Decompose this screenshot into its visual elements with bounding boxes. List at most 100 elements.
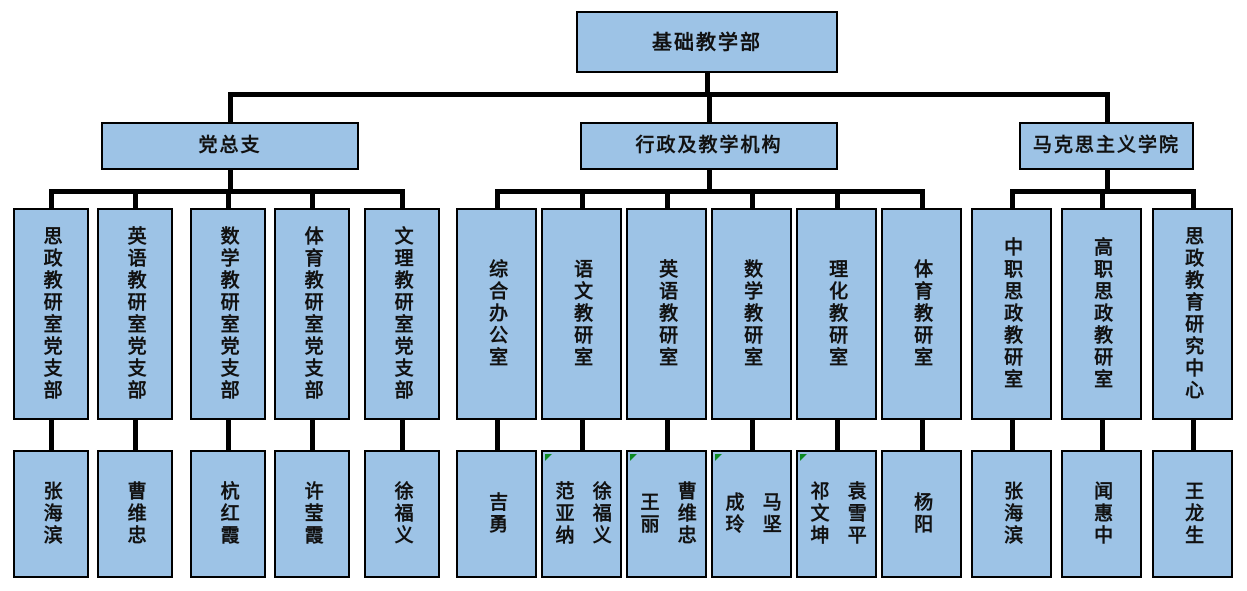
org-node-unit-7[interactable]: 英语教研室 — [626, 208, 707, 420]
unit-label-8: 数学教研室 — [741, 259, 764, 369]
person-name-2-0: 杭红霞 — [217, 481, 240, 547]
person-name-group: 袁雪平祁文坤 — [807, 481, 867, 547]
connector-division-stem-0 — [228, 170, 233, 194]
org-node-person-0[interactable]: 张海滨 — [13, 450, 89, 578]
connector-person-drop-1 — [133, 420, 138, 450]
unit-label-3: 体育教研室党支部 — [301, 226, 324, 402]
connector-person-drop-12 — [1099, 420, 1105, 450]
org-node-unit-4[interactable]: 文理教研室党支部 — [364, 208, 440, 420]
corner-flag-icon — [800, 454, 807, 461]
org-node-unit-11[interactable]: 中职思政教研室 — [971, 208, 1052, 420]
person-name-7-0: 曹维忠 — [674, 481, 697, 547]
connector-unit-drop-8 — [749, 189, 755, 208]
unit-label-0: 思政教研室党支部 — [40, 226, 63, 402]
unit-label-4: 文理教研室党支部 — [391, 226, 414, 402]
org-node-person-5[interactable]: 吉勇 — [456, 450, 537, 578]
org-node-person-12[interactable]: 闻惠中 — [1061, 450, 1142, 578]
org-node-unit-6[interactable]: 语文教研室 — [541, 208, 622, 420]
org-node-person-2[interactable]: 杭红霞 — [190, 450, 266, 578]
org-node-unit-12[interactable]: 高职思政教研室 — [1061, 208, 1142, 420]
person-name-1-0: 曹维忠 — [124, 481, 147, 547]
connector-bus-units-1 — [496, 189, 922, 194]
connector-bus-divisions — [230, 92, 1107, 97]
unit-label-7: 英语教研室 — [656, 259, 679, 369]
connector-unit-drop-9 — [834, 189, 840, 208]
person-name-group: 张海滨 — [1001, 481, 1024, 547]
org-node-unit-3[interactable]: 体育教研室党支部 — [274, 208, 350, 420]
connector-root-stem — [705, 73, 710, 97]
connector-unit-drop-10 — [919, 189, 925, 208]
connector-person-drop-3 — [310, 420, 315, 450]
connector-unit-drop-3 — [310, 189, 315, 208]
corner-flag-icon — [715, 454, 722, 461]
division-label-1: 行政及教学机构 — [635, 134, 783, 157]
org-node-division-2[interactable]: 马克思主义学院 — [1019, 122, 1194, 170]
org-node-unit-0[interactable]: 思政教研室党支部 — [13, 208, 89, 420]
person-name-6-1: 范亚纳 — [552, 481, 575, 547]
division-label-2: 马克思主义学院 — [1032, 134, 1180, 157]
person-name-10-0: 杨阳 — [911, 492, 934, 536]
person-name-group: 徐福义范亚纳 — [552, 481, 612, 547]
unit-label-10: 体育教研室 — [911, 259, 934, 369]
org-node-unit-13[interactable]: 思政教育研究中心 — [1152, 208, 1233, 420]
org-node-division-1[interactable]: 行政及教学机构 — [580, 122, 838, 170]
person-name-8-1: 成玲 — [722, 492, 745, 536]
org-node-person-11[interactable]: 张海滨 — [971, 450, 1052, 578]
connector-unit-drop-12 — [1099, 189, 1105, 208]
unit-label-6: 语文教研室 — [571, 259, 594, 369]
org-node-division-0[interactable]: 党总支 — [101, 122, 359, 170]
person-name-group: 曹维忠 — [124, 481, 147, 547]
connector-unit-drop-6 — [579, 189, 585, 208]
person-name-group: 曹维忠王丽 — [637, 481, 697, 547]
person-name-7-1: 王丽 — [637, 492, 660, 536]
org-node-person-6[interactable]: 徐福义范亚纳 — [541, 450, 622, 578]
person-name-group: 杭红霞 — [217, 481, 240, 547]
person-name-5-0: 吉勇 — [486, 492, 509, 536]
person-name-6-0: 徐福义 — [589, 481, 612, 547]
connector-division-drop-0 — [228, 92, 233, 122]
unit-label-5: 综合办公室 — [486, 259, 509, 369]
connector-person-drop-10 — [919, 420, 925, 450]
org-node-person-1[interactable]: 曹维忠 — [97, 450, 173, 578]
connector-person-drop-6 — [579, 420, 585, 450]
connector-unit-drop-2 — [226, 189, 231, 208]
org-node-person-10[interactable]: 杨阳 — [881, 450, 962, 578]
person-name-11-0: 张海滨 — [1001, 481, 1024, 547]
division-label-0: 党总支 — [198, 134, 262, 157]
connector-person-drop-5 — [494, 420, 500, 450]
org-node-unit-5[interactable]: 综合办公室 — [456, 208, 537, 420]
org-node-unit-8[interactable]: 数学教研室 — [711, 208, 792, 420]
connector-person-drop-9 — [834, 420, 840, 450]
org-node-person-8[interactable]: 马坚成玲 — [711, 450, 792, 578]
org-node-unit-2[interactable]: 数学教研室党支部 — [190, 208, 266, 420]
connector-unit-drop-5 — [494, 189, 500, 208]
org-node-unit-10[interactable]: 体育教研室 — [881, 208, 962, 420]
org-node-person-7[interactable]: 曹维忠王丽 — [626, 450, 707, 578]
person-name-4-0: 徐福义 — [391, 481, 414, 547]
person-name-group: 王龙生 — [1182, 481, 1204, 547]
org-node-unit-9[interactable]: 理化教研室 — [796, 208, 877, 420]
connector-person-drop-2 — [226, 420, 231, 450]
connector-person-drop-7 — [664, 420, 670, 450]
connector-division-drop-1 — [707, 92, 712, 122]
connector-person-drop-0 — [49, 420, 54, 450]
person-name-group: 许莹霞 — [301, 481, 324, 547]
org-node-unit-1[interactable]: 英语教研室党支部 — [97, 208, 173, 420]
person-name-9-0: 袁雪平 — [844, 481, 867, 547]
org-node-person-4[interactable]: 徐福义 — [364, 450, 440, 578]
org-node-person-3[interactable]: 许莹霞 — [274, 450, 350, 578]
unit-label-1: 英语教研室党支部 — [124, 226, 147, 402]
connector-unit-drop-13 — [1190, 189, 1196, 208]
unit-label-13: 思政教育研究中心 — [1182, 226, 1205, 402]
org-node-person-13[interactable]: 王龙生 — [1152, 450, 1233, 578]
org-node-person-9[interactable]: 袁雪平祁文坤 — [796, 450, 877, 578]
unit-label-12: 高职思政教研室 — [1091, 237, 1114, 391]
connector-person-drop-4 — [400, 420, 405, 450]
person-name-8-0: 马坚 — [759, 492, 782, 536]
person-name-0-0: 张海滨 — [40, 481, 63, 547]
connector-unit-drop-7 — [664, 189, 670, 208]
unit-label-11: 中职思政教研室 — [1001, 237, 1024, 391]
org-node-root[interactable]: 基础教学部 — [576, 11, 838, 73]
connector-division-stem-1 — [707, 170, 712, 194]
